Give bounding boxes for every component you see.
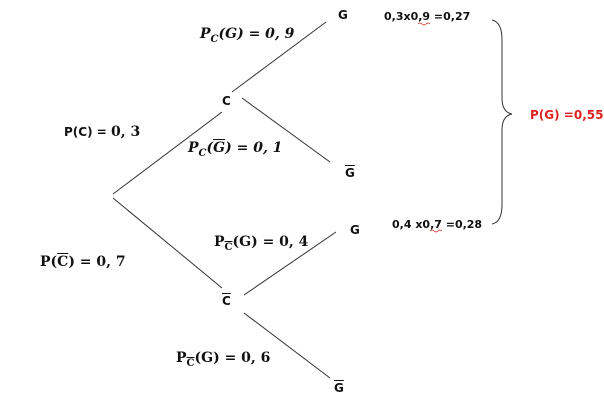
label-pcbar-g-bottom-sub: C — [186, 358, 195, 369]
label-pc-gbar-p: P — [188, 140, 199, 156]
spell-squiggle-top — [417, 22, 431, 26]
node-g-top: G — [338, 8, 348, 22]
label-pcbar-g-bottom-arg: (G) = 0, 6 — [194, 350, 271, 366]
label-pcbar-g-top-sub: C — [224, 242, 233, 253]
total-probability: P(G) =0,55 — [530, 108, 604, 122]
total-brace — [491, 19, 513, 225]
label-p-c-value: 0, 3 — [110, 124, 141, 140]
label-p-c: P(C) = 0, 3 — [64, 123, 140, 141]
label-pcbar-g-bottom: PC(G) = 0, 6 — [176, 350, 271, 369]
branch-cbar-to-g — [243, 231, 337, 296]
label-p-cbar-letter: C — [57, 254, 69, 270]
label-p-cbar-suffix: ) = 0, 7 — [68, 254, 126, 270]
branch-c-to-gbar — [241, 97, 331, 163]
label-pc-gbar-letter: G — [213, 140, 226, 156]
label-p-c-prefix: P(C) = — [64, 125, 111, 139]
label-pc-g-p: P — [200, 26, 211, 42]
label-pc-g: PC(G) = 0, 9 — [200, 26, 295, 45]
label-pcbar-g-top-p: P — [214, 234, 225, 250]
node-cbar: C — [222, 294, 231, 308]
branch-root-to-c — [112, 111, 223, 195]
node-g-mid: G — [350, 223, 360, 237]
spell-squiggle-bottom — [429, 229, 443, 233]
branch-c-to-g — [231, 21, 327, 93]
label-pc-gbar: PC(G) = 0, 1 — [188, 140, 283, 159]
branch-cbar-to-gbar — [243, 312, 331, 379]
product-bottom: 0,4 x0,7 =0,28 — [392, 218, 483, 231]
label-pc-gbar-sub: C — [198, 148, 207, 159]
label-p-cbar-prefix: P( — [40, 254, 58, 270]
label-pcbar-g-top-arg: (G) = 0, 4 — [232, 234, 309, 250]
label-pc-gbar-close: ) = 0, 1 — [225, 140, 283, 156]
label-p-cbar: P(C) = 0, 7 — [40, 254, 126, 270]
node-gbar-bottom: G — [334, 381, 344, 395]
label-pc-gbar-open: ( — [206, 140, 214, 156]
node-gbar-top: G — [345, 166, 355, 180]
branch-root-to-cbar — [112, 197, 223, 289]
label-pc-g-arg: (G) = 0, 9 — [218, 26, 295, 42]
product-top: 0,3x0,9 =0,27 — [384, 10, 471, 23]
label-pcbar-g-top: PC(G) = 0, 4 — [214, 234, 309, 253]
node-c: C — [222, 94, 231, 108]
label-pcbar-g-bottom-p: P — [176, 350, 187, 366]
label-pc-g-sub: C — [210, 34, 219, 45]
